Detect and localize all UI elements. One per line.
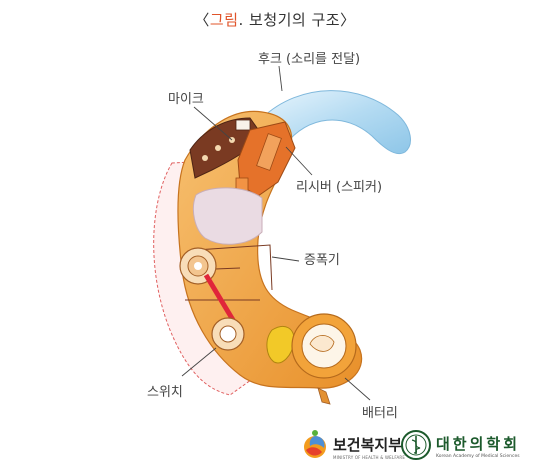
label-hook: 후크 (소리를 전달) bbox=[258, 52, 361, 67]
hook bbox=[261, 90, 411, 154]
label-receiver: 리시버 (스피커) bbox=[296, 180, 383, 195]
mohw-logo-name: 보건복지부 bbox=[333, 436, 403, 454]
leader-lines bbox=[181, 65, 371, 401]
battery-contact bbox=[266, 326, 295, 364]
label-switch: 스위치 bbox=[147, 385, 183, 400]
label-microphone: 마이크 bbox=[168, 92, 204, 107]
kams-logo-sub: Korean Academy of Medical Sciences bbox=[436, 454, 520, 459]
figure-title-accent: 그림 bbox=[209, 11, 239, 29]
switch-rod bbox=[203, 273, 239, 327]
kams-logo-name: 대한의학회 bbox=[436, 435, 521, 453]
mohw-logo-sub: MINISTRY OF HEALTH & WELFARE bbox=[333, 455, 406, 460]
figure-title: 〈그림. 보청기의 구조〉 bbox=[194, 11, 356, 29]
mohw-logo: 보건복지부 MINISTRY OF HEALTH & WELFARE bbox=[333, 434, 405, 460]
battery-latch bbox=[317, 387, 331, 405]
mohw-logo-icon bbox=[304, 430, 326, 458]
label-battery: 배터리 bbox=[362, 406, 398, 421]
amplifier bbox=[192, 187, 263, 245]
switch-lower-gear bbox=[211, 317, 245, 351]
label-amplifier: 증폭기 bbox=[304, 253, 340, 268]
battery-door bbox=[291, 313, 357, 379]
kams-logo-icon bbox=[401, 430, 431, 460]
switch-upper-gear bbox=[179, 247, 217, 285]
kams-logo: 대한의학회 Korean Academy of Medical Sciences bbox=[436, 433, 520, 459]
